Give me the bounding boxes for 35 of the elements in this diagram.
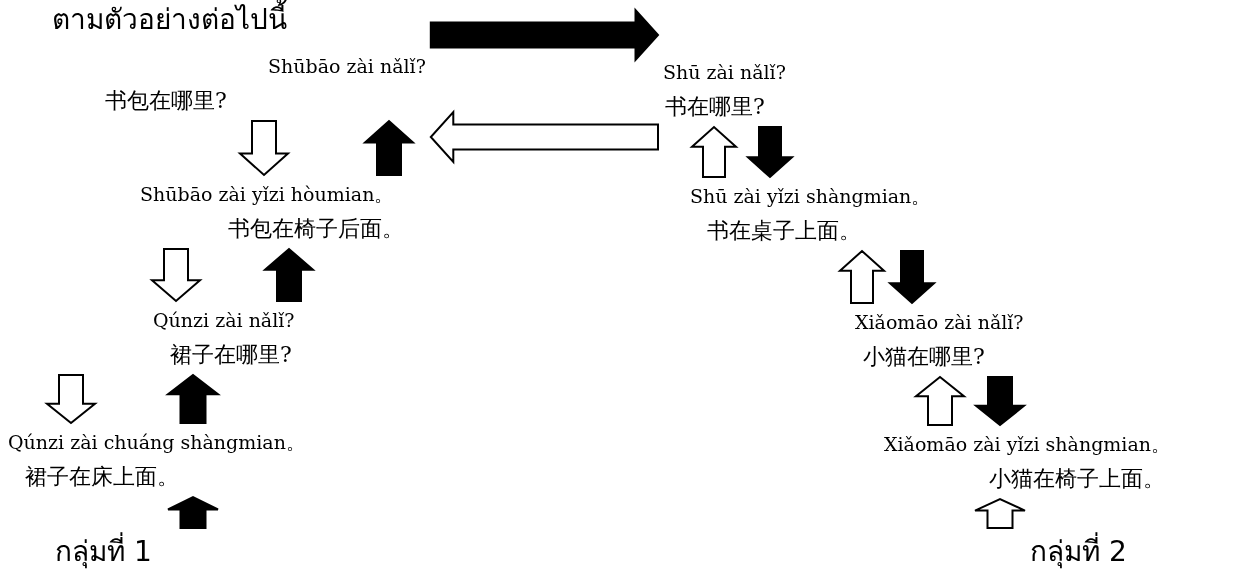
block-arrow [913, 375, 967, 426]
chinese-text: 裙子在哪里? [170, 341, 292, 369]
group-label: กลุ่มที่ 1 [55, 533, 152, 571]
chinese-text: 书在桌子上面。 [707, 217, 861, 245]
pinyin-text: Xiǎomāo zài nǎlǐ? [855, 310, 1024, 335]
pinyin-text: Qúnzi zài nǎlǐ? [153, 308, 295, 333]
chinese-text: 书在哪里? [665, 93, 765, 121]
chinese-text: 裙子在床上面。 [25, 463, 179, 491]
chinese-text: 小猫在哪里? [863, 343, 985, 371]
pinyin-text: Shū zài yǐzi shàngmian。 [690, 184, 931, 209]
pinyin-text: Shū zài nǎlǐ? [663, 60, 786, 85]
pinyin-text: Qúnzi zài chuáng shàngmian。 [8, 430, 305, 455]
group-label: กลุ่มที่ 2 [1030, 533, 1127, 571]
block-arrow [837, 249, 887, 304]
block-arrow [165, 373, 221, 424]
block-arrow [362, 119, 416, 176]
block-arrow [167, 495, 219, 529]
block-arrow [44, 374, 98, 425]
pinyin-text: Xiǎomāo zài yǐzi shàngmian。 [884, 432, 1170, 457]
block-arrow [974, 497, 1026, 529]
block-arrow [429, 7, 660, 63]
block-arrow [429, 109, 659, 165]
pinyin-text: Shūbāo zài nǎlǐ? [268, 54, 426, 79]
block-arrow [745, 126, 795, 179]
block-arrow [973, 376, 1027, 427]
block-arrow [262, 247, 316, 302]
block-arrow [237, 120, 291, 177]
chinese-text: 小猫在椅子上面。 [989, 465, 1165, 493]
block-arrow [149, 248, 203, 303]
chinese-text: 书包在椅子后面。 [228, 215, 404, 243]
block-arrow [887, 250, 937, 305]
chinese-text: 书包在哪里? [105, 87, 227, 115]
heading-text: ตามตัวอย่างต่อไปนี้ [52, 0, 287, 40]
block-arrow [689, 125, 739, 178]
pinyin-text: Shūbāo zài yǐzi hòumian。 [140, 182, 394, 207]
